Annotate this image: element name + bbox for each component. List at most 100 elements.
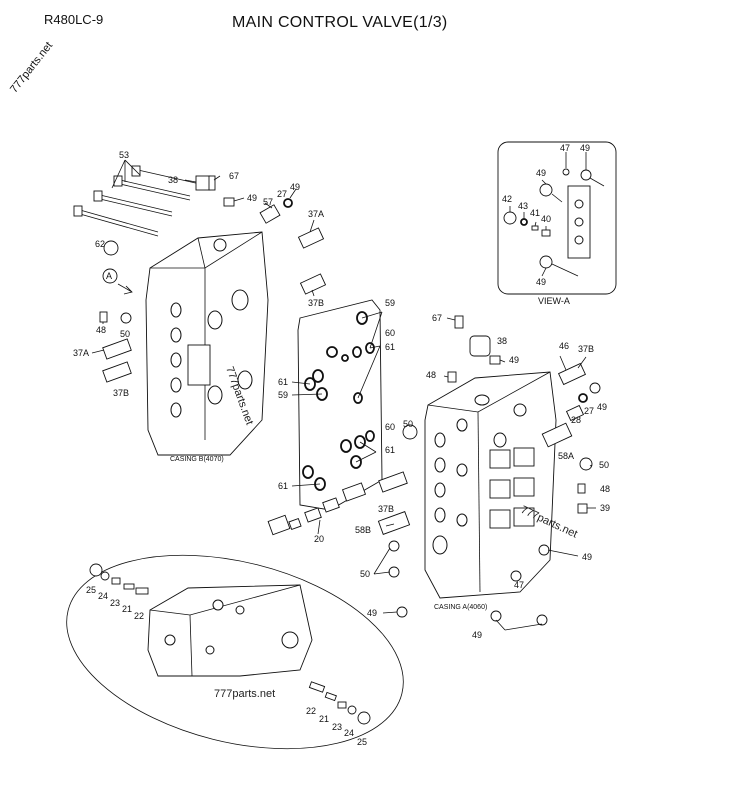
casing-a-ports	[432, 394, 535, 555]
callout-39: 39	[600, 503, 610, 513]
oring-set	[302, 311, 375, 491]
spring-57	[259, 204, 281, 224]
casing-b-body	[145, 231, 269, 456]
plug-50-c	[579, 457, 593, 471]
relief-37a-a	[297, 227, 325, 249]
watermark-bottom: 777parts.net	[214, 688, 275, 700]
casing-b-ports	[170, 238, 253, 418]
view-a-inset	[497, 141, 617, 295]
detail-spring-23-a	[111, 577, 121, 585]
callout-49-b: 49	[290, 182, 300, 192]
casing-a-edge	[477, 411, 481, 593]
casing-b-group	[73, 159, 327, 456]
spool-20	[267, 482, 367, 536]
callout-21-a: 21	[122, 604, 132, 614]
callout-22-b: 22	[306, 706, 316, 716]
callout-49-c: 49	[509, 355, 519, 365]
callout-49-g: 49	[472, 630, 482, 640]
view-a-plug-42	[503, 211, 517, 225]
leader-37b-c	[577, 356, 587, 369]
plug-50-a	[120, 312, 132, 324]
callout-50-b: 50	[403, 419, 413, 429]
callout-42: 42	[502, 194, 512, 204]
view-a-plug-49b	[539, 183, 553, 197]
leader-37b-a	[311, 289, 315, 297]
oring-panel	[291, 299, 383, 511]
callout-38-b: 38	[497, 336, 507, 346]
leader-61-a	[291, 381, 311, 385]
callout-61-a: 61	[278, 377, 288, 387]
leader-49-c	[499, 359, 506, 363]
callout-27-a: 27	[277, 189, 287, 199]
view-a-plug-49c	[539, 255, 553, 269]
callout-37b-a: 37B	[308, 298, 324, 308]
leader-59-b	[291, 393, 323, 396]
callout-24-a: 24	[98, 591, 108, 601]
model-code: R480LC-9	[44, 12, 104, 27]
bottom-detail	[66, 554, 404, 750]
callout-60-a: 60	[385, 328, 395, 338]
callout-49-h: 49	[580, 143, 590, 153]
callout-49-a: 49	[247, 193, 257, 203]
poppet-58a	[541, 422, 573, 448]
leader-49-e	[547, 549, 579, 557]
callout-58a: 58A	[558, 451, 574, 461]
screw-49-d	[589, 382, 601, 394]
oring-panel-outline	[297, 299, 383, 511]
casing-b-top-edge	[150, 231, 263, 269]
plug-49-g1	[490, 610, 502, 622]
callout-61-c: 61	[385, 445, 395, 455]
casing-a-group	[373, 315, 601, 631]
callout-48-a: 48	[96, 325, 106, 335]
view-a-marker	[102, 268, 118, 284]
callout-61-d: 61	[278, 481, 288, 491]
detail-ring-24-a	[100, 571, 110, 581]
plug-39	[577, 503, 588, 514]
leader-50-c	[589, 464, 593, 467]
leader-61-c	[355, 441, 377, 463]
screw-67-a	[208, 175, 216, 191]
view-a-arrow	[117, 283, 133, 295]
screw-48-c	[577, 483, 586, 494]
callout-28: 28	[571, 415, 581, 425]
leader-50-d	[373, 547, 391, 575]
leader-38-a	[184, 179, 197, 183]
callout-62: 62	[95, 239, 105, 249]
callout-47-a: 47	[514, 580, 524, 590]
callout-23-b: 23	[332, 722, 342, 732]
plug-49-e	[538, 544, 550, 556]
casing-a-caption: CASING A(4060)	[434, 604, 487, 611]
callout-49-j: 49	[536, 277, 546, 287]
callout-38-a: 38	[168, 175, 178, 185]
callout-50-d: 50	[360, 569, 370, 579]
spring-28	[565, 404, 585, 422]
casing-b-caption: CASING B(4070)	[170, 456, 224, 463]
callout-58b: 58B	[355, 525, 371, 535]
callout-49-i: 49	[536, 168, 546, 178]
callout-a: A	[106, 271, 112, 281]
oring-27-b	[578, 393, 588, 403]
leader-61-b	[357, 345, 381, 399]
callout-22-a: 22	[134, 611, 144, 621]
detail-spool-22-b	[308, 681, 326, 693]
leader-37a-a	[309, 219, 315, 233]
leader-46	[559, 355, 567, 371]
callout-25-b: 25	[357, 737, 367, 747]
screw-48-b	[447, 371, 457, 383]
leader-59-a	[361, 311, 383, 349]
page-title: MAIN CONTROL VALVE(1/3)	[232, 14, 448, 31]
callout-49-d: 49	[597, 402, 607, 412]
callout-23-a: 23	[110, 598, 120, 608]
view-a-plug-49a	[580, 169, 592, 181]
callout-40: 40	[541, 214, 551, 224]
detail-plug-25-a	[89, 563, 103, 577]
leader-37a-b	[91, 349, 105, 354]
detail-spool-22-a	[135, 587, 149, 595]
callout-37b-c: 37B	[578, 344, 594, 354]
callout-25-a: 25	[86, 585, 96, 595]
callout-37b-d: 37B	[378, 504, 394, 514]
callout-49-f: 49	[367, 608, 377, 618]
screw-48-a	[99, 311, 108, 323]
leader-49-g	[495, 619, 543, 631]
callout-27-b: 27	[584, 406, 594, 416]
